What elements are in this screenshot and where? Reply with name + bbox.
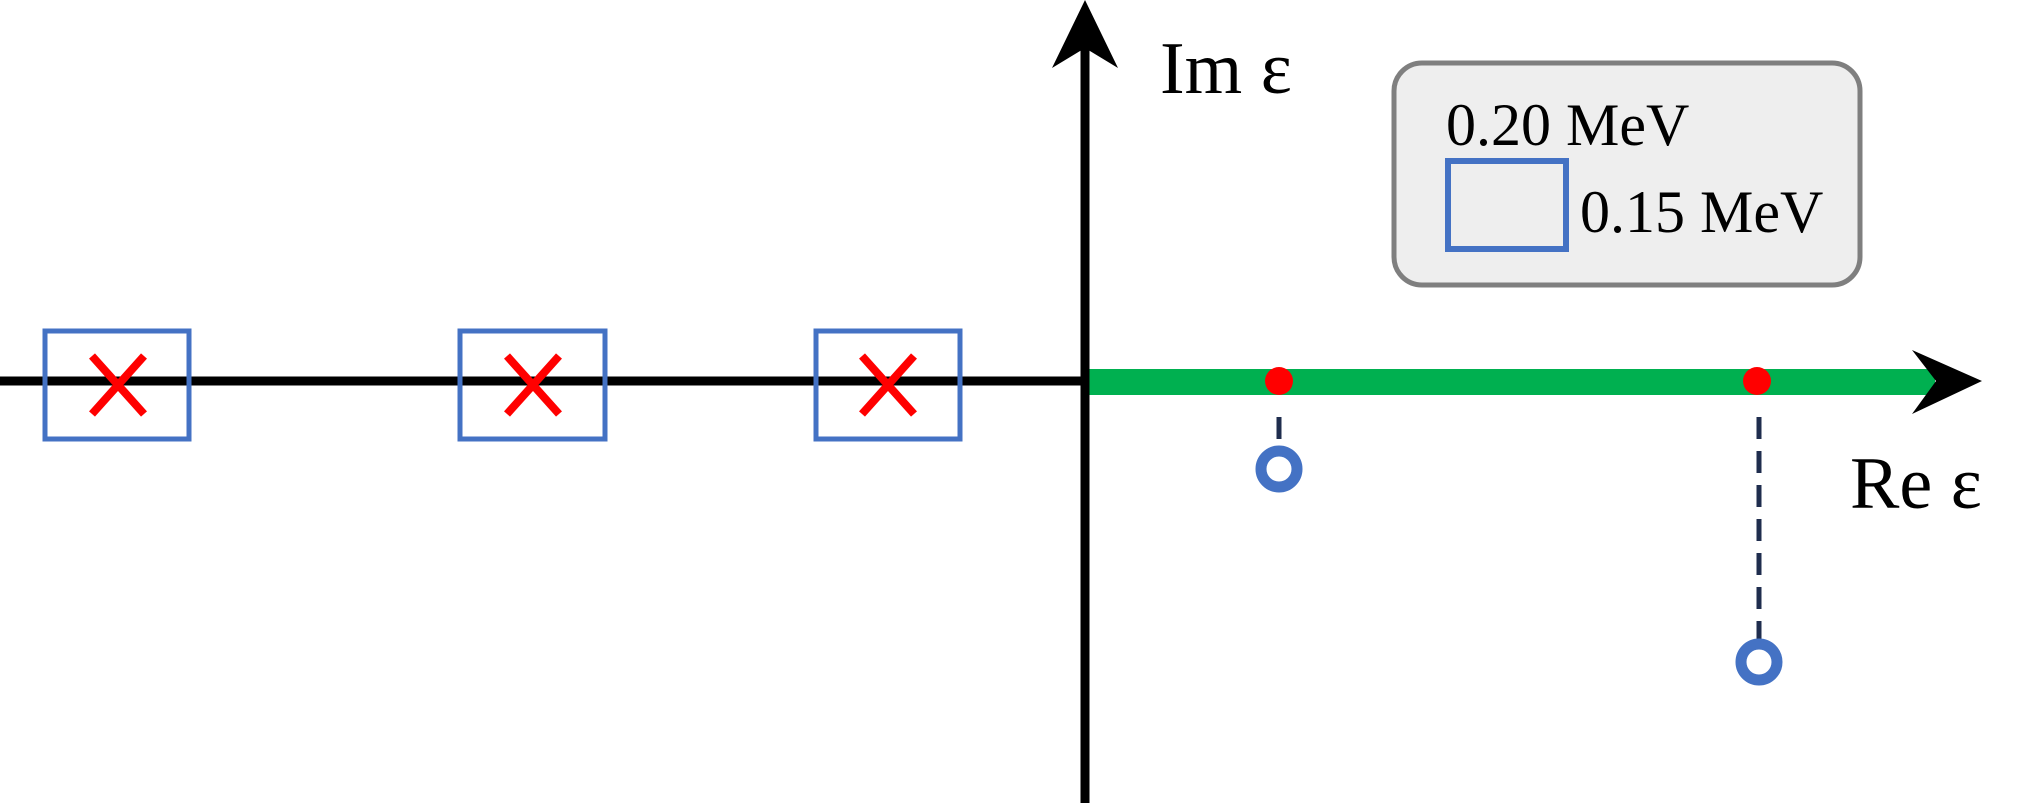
pole-marker-1: [42, 328, 192, 442]
pole-box: [42, 328, 192, 442]
real-axis-label: Re ε: [1850, 443, 1982, 525]
pole-marker-3: [813, 328, 963, 442]
legend-entry-0.15-mev: 0.15 MeV: [1580, 179, 1823, 245]
legend-blue-square-symbol: [1445, 158, 1569, 252]
imaginary-axis-label: Im ε: [1160, 28, 1292, 110]
legend-entry-0.20-mev: 0.20 MeV: [1446, 92, 1689, 158]
legend-frame: [1391, 60, 1863, 288]
pole-box: [457, 328, 608, 442]
cross-stroke: [504, 353, 562, 417]
real-axis-dot-1: [1265, 367, 1293, 395]
cross-stroke: [89, 353, 147, 417]
real-axis-arrowhead: [1912, 350, 1982, 414]
cross-stroke: [859, 353, 917, 417]
resonance-circle-2: [1735, 638, 1783, 686]
pole-box: [813, 328, 963, 442]
legend: 0.20 MeV 0.15 MeV: [1391, 60, 1863, 288]
real-axis-dot-2: [1743, 367, 1771, 395]
imaginary-axis-arrowhead: [1052, 0, 1118, 68]
pole-marker-2: [457, 328, 608, 442]
resonance-circle-1: [1255, 445, 1303, 493]
